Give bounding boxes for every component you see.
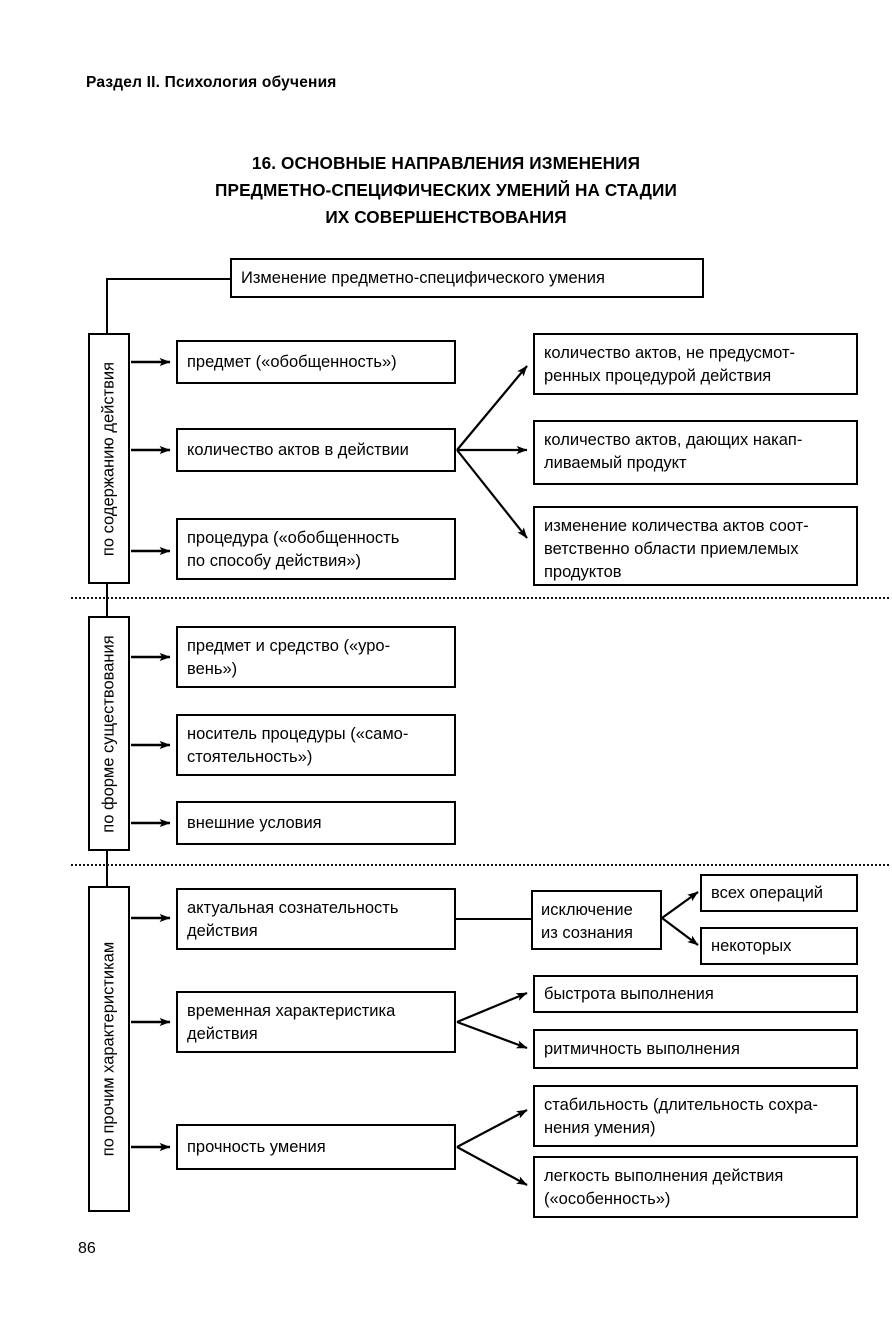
section-separator-2: [71, 864, 889, 866]
running-head: Раздел II. Психология обучения: [86, 74, 337, 91]
arrow-a2-b1: [456, 365, 528, 451]
node-ease-of-execution-label: легкость выполнения действия («особеннос…: [544, 1165, 783, 1211]
node-subject-generality[interactable]: предмет («обобщенность»): [176, 340, 456, 384]
node-temporal-characteristic[interactable]: временная характеристика действия: [176, 991, 456, 1053]
node-procedure-carrier-autonomy[interactable]: носитель процедуры («само- стоятельность…: [176, 714, 456, 776]
node-ease-of-execution-line1: легкость выполнения действия: [544, 1167, 784, 1185]
node-exclusion-from-consciousness[interactable]: исключение из сознания: [531, 890, 662, 950]
node-execution-rhythm-label: ритмичность выполнения: [544, 1039, 740, 1058]
section-separator-1: [71, 597, 889, 599]
node-stability-retention-line1: стабильность (длительность сохра-: [544, 1096, 818, 1114]
node-exclusion-line2: из сознания: [541, 924, 633, 942]
node-acts-accumulating-line1: количество актов, дающих накап-: [544, 431, 803, 449]
node-subject-and-means-level[interactable]: предмет и средство («уро- вень»): [176, 626, 456, 688]
node-acts-unforeseen-line2: ренных процедурой действия: [544, 367, 772, 385]
node-subject-and-means-level-line1: предмет и средство («уро-: [187, 637, 391, 655]
arrow-e1-f2: [661, 917, 699, 946]
node-execution-speed-label: быстрота выполнения: [544, 984, 714, 1003]
node-skill-durability[interactable]: прочность умения: [176, 1124, 456, 1170]
node-procedure-generality-line2: по способу действия»): [187, 552, 362, 570]
node-external-conditions[interactable]: внешние условия: [176, 801, 456, 845]
node-actual-awareness-line2: действия: [187, 922, 258, 940]
page-number: 86: [78, 1240, 96, 1257]
category-bar-other-label: по прочим характеристикам: [99, 941, 118, 1157]
node-actual-awareness-label: актуальная сознательность действия: [187, 897, 398, 943]
connector-d1-e1: [456, 918, 532, 920]
connector-root-stub: [106, 278, 230, 280]
node-procedure-carrier-autonomy-label: носитель процедуры («само- стоятельность…: [187, 723, 408, 769]
node-temporal-characteristic-label: временная характеристика действия: [187, 1000, 395, 1046]
node-stability-retention-label: стабильность (длительность сохра- нения …: [544, 1094, 818, 1140]
node-external-conditions-label: внешние условия: [187, 813, 322, 832]
node-procedure-carrier-autonomy-line1: носитель процедуры («само-: [187, 725, 409, 743]
node-acts-change-acceptable-line3: продуктов: [544, 563, 622, 581]
node-execution-speed[interactable]: быстрота выполнения: [533, 975, 858, 1013]
node-acts-accumulating-label: количество актов, дающих накап- ливаемый…: [544, 429, 802, 475]
node-ease-of-execution[interactable]: легкость выполнения действия («особеннос…: [533, 1156, 858, 1218]
arrow-d2-g2: [456, 1020, 528, 1050]
node-actual-awareness[interactable]: актуальная сознательность действия: [176, 888, 456, 950]
node-execution-rhythm[interactable]: ритмичность выполнения: [533, 1029, 858, 1069]
title-line-1: 16. ОСНОВНЫЕ НАПРАВЛЕНИЯ ИЗМЕНЕНИЯ: [251, 153, 641, 173]
node-temporal-characteristic-line1: временная характеристика: [187, 1002, 396, 1020]
node-acts-change-acceptable-line2: ветственно области приемлемых: [544, 540, 799, 558]
arrow-d2-g1: [456, 991, 528, 1024]
node-skill-durability-label: прочность умения: [187, 1137, 326, 1156]
node-acts-unforeseen-line1: количество актов, не предусмот-: [544, 344, 795, 362]
node-ease-of-execution-line2: («особенность»): [544, 1190, 671, 1208]
node-acts-unforeseen-label: количество актов, не предусмот- ренных п…: [544, 342, 795, 388]
node-stability-retention-line2: нения умения): [544, 1119, 656, 1137]
connector-cat1-cat2: [106, 584, 108, 616]
node-all-operations[interactable]: всех операций: [700, 874, 858, 912]
node-subject-generality-label: предмет («обобщенность»): [187, 352, 397, 371]
node-subject-and-means-level-label: предмет и средство («уро- вень»): [187, 635, 390, 681]
node-acts-change-acceptable[interactable]: изменение количества актов соот- ветстве…: [533, 506, 858, 586]
title-line-3: ИХ СОВЕРШЕНСТВОВАНИЯ: [325, 207, 567, 227]
arrow-d3-h1: [456, 1109, 528, 1148]
node-procedure-generality-line1: процедура («обобщенность: [187, 529, 400, 547]
category-bar-content-label: по содержанию действия: [99, 361, 118, 556]
node-all-operations-label: всех операций: [711, 883, 824, 902]
node-procedure-generality-label: процедура («обобщенность по способу дейс…: [187, 527, 399, 573]
connector-cat2-cat3: [106, 851, 108, 886]
category-bar-content[interactable]: по содержанию действия: [88, 333, 130, 584]
node-actual-awareness-line1: актуальная сознательность: [187, 899, 399, 917]
category-bar-form[interactable]: по форме существования: [88, 616, 130, 851]
node-procedure-generality[interactable]: процедура («обобщенность по способу дейс…: [176, 518, 456, 580]
node-stability-retention[interactable]: стабильность (длительность сохра- нения …: [533, 1085, 858, 1147]
category-bar-other[interactable]: по прочим характеристикам: [88, 886, 130, 1212]
connector-root-vertical: [106, 278, 108, 333]
arrow-a2-b3: [456, 449, 528, 539]
node-acts-change-acceptable-label: изменение количества актов соот- ветстве…: [544, 515, 809, 584]
node-subject-and-means-level-line2: вень»): [187, 660, 238, 678]
node-acts-count-label: количество актов в действии: [187, 440, 409, 459]
node-exclusion-from-consciousness-label: исключение из сознания: [541, 899, 633, 945]
node-some-operations[interactable]: некоторых: [700, 927, 858, 965]
category-bar-form-label: по форме существования: [99, 634, 118, 833]
node-acts-accumulating-line2: ливаемый продукт: [544, 454, 687, 472]
node-some-operations-label: некоторых: [711, 936, 792, 955]
node-acts-count[interactable]: количество актов в действии: [176, 428, 456, 472]
node-acts-accumulating[interactable]: количество актов, дающих накап- ливаемый…: [533, 420, 858, 485]
arrow-d3-h2: [456, 1146, 528, 1186]
node-temporal-characteristic-line2: действия: [187, 1025, 258, 1043]
node-acts-unforeseen[interactable]: количество актов, не предусмот- ренных п…: [533, 333, 858, 395]
node-acts-change-acceptable-line1: изменение количества актов соот-: [544, 517, 809, 535]
node-root[interactable]: Изменение предметно-специфического умени…: [230, 258, 704, 298]
page-title: 16. ОСНОВНЫЕ НАПРАВЛЕНИЯ ИЗМЕНЕНИЯ ПРЕДМ…: [0, 150, 892, 231]
node-root-label: Изменение предметно-специфического умени…: [241, 268, 605, 287]
node-procedure-carrier-autonomy-line2: стоятельность»): [187, 748, 313, 766]
arrow-e1-f1: [661, 891, 699, 919]
title-line-2: ПРЕДМЕТНО-СПЕЦИФИЧЕСКИХ УМЕНИЙ НА СТАДИИ: [215, 180, 677, 200]
node-exclusion-line1: исключение: [541, 901, 633, 919]
